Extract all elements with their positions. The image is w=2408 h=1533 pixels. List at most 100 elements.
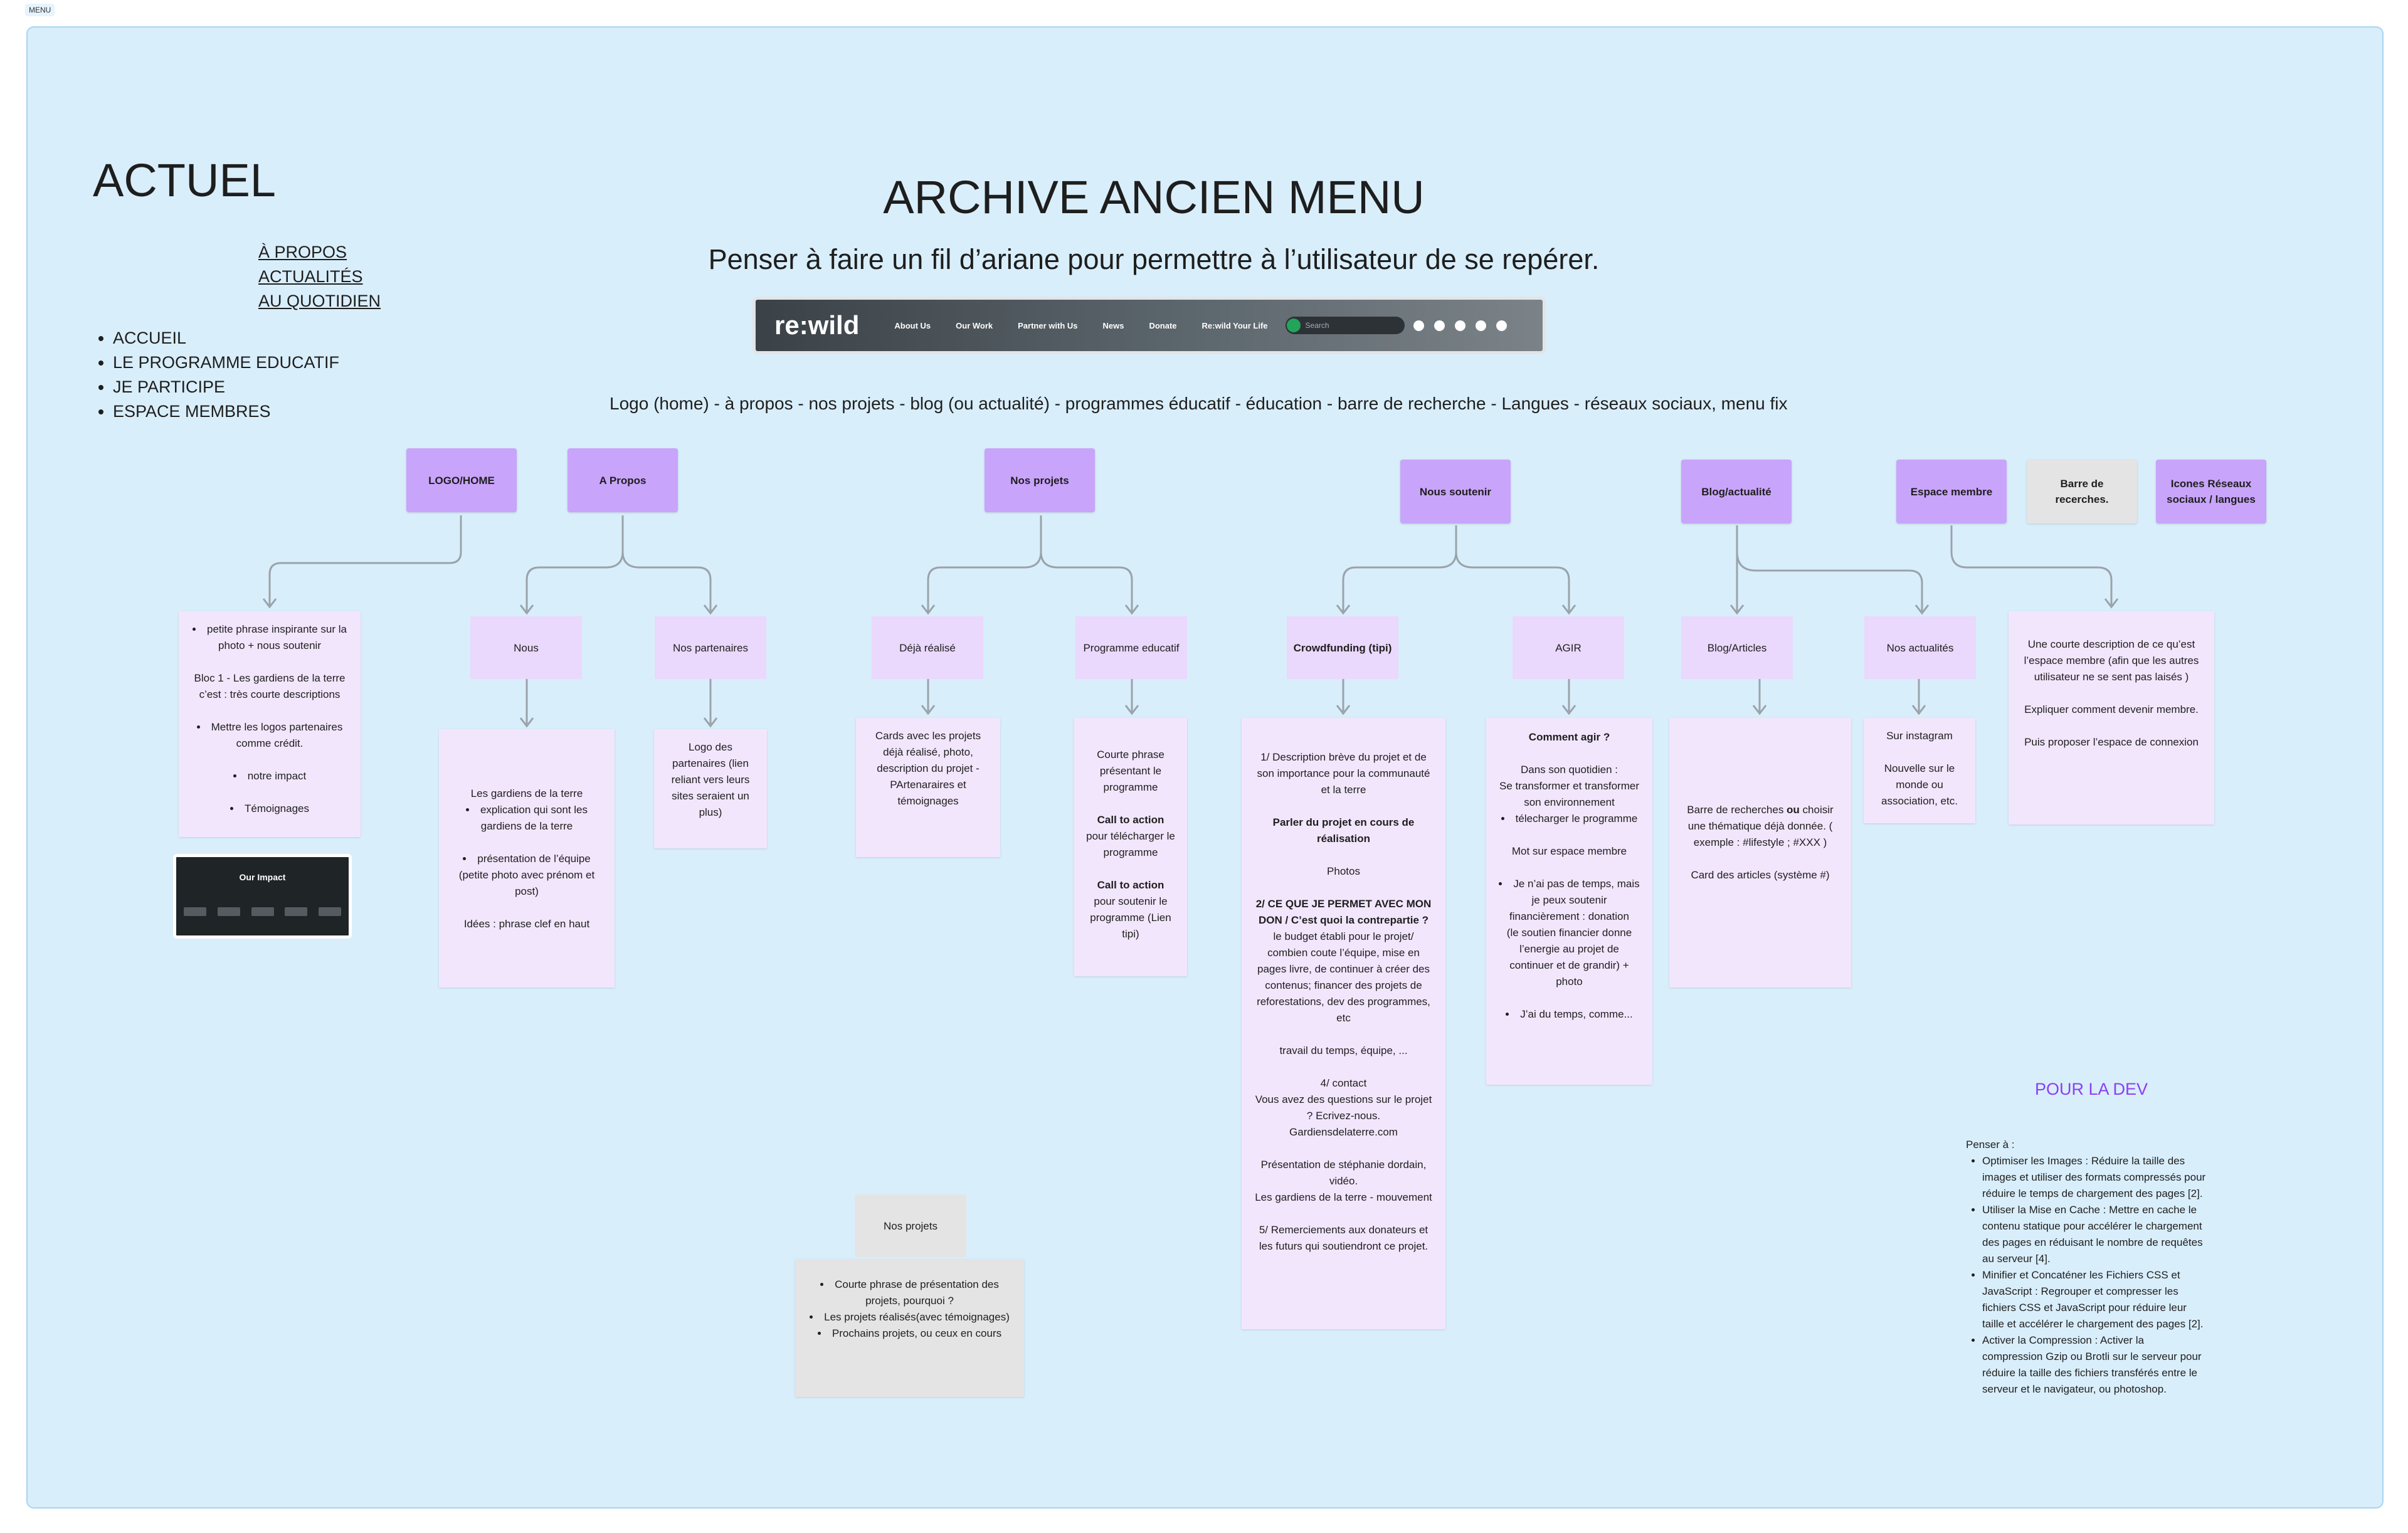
card-blog: Barre de recherches ou choisir une théma… <box>1669 718 1851 988</box>
instagram-icon <box>1454 320 1465 331</box>
programme-cta1: Call to action <box>1097 814 1164 826</box>
dev-item: Optimiser les Images : Réduire la taille… <box>1982 1153 2207 1202</box>
agir-bullet-3: J’ai du temps, comme... <box>1497 1006 1641 1023</box>
crowd-p12: 5/ Remerciements aux donateurs et les fu… <box>1259 1224 1428 1252</box>
connector-nos-projets <box>927 515 1133 611</box>
facebook-icon <box>1413 320 1424 331</box>
subnode-nos-actualites[interactable]: Nos actualités <box>1864 616 1976 679</box>
menu-item-programme: LE PROGRAMME EDUCATIF <box>113 350 339 375</box>
node-blog[interactable]: Blog/actualité <box>1681 460 1792 524</box>
impact-title: Our Impact <box>239 872 286 882</box>
archive-subtitle: Penser à faire un fil d’ariane pour perm… <box>708 243 1600 275</box>
projets-bullet-1: Courte phrase de présentation des projet… <box>806 1277 1013 1309</box>
link-a-propos[interactable]: À PROPOS <box>258 243 347 261</box>
agir-bullet-1: télecharger le programme <box>1497 811 1641 827</box>
nous-bullet-1: explication qui sont les gardiens de la … <box>450 802 603 835</box>
blog-p2: Card des articles (système #) <box>1691 869 1830 881</box>
navbar-screenshot: re:wild About Us Our Work Partner with U… <box>752 297 1546 354</box>
home-bullet-4: Témoignages <box>190 801 349 817</box>
programme-p3: pour soutenir le programme (Lien tipi) <box>1090 895 1171 940</box>
nous-p1: Les gardiens de la terre <box>470 788 583 799</box>
crowd-p5: le budget établi pour le projet/ combien… <box>1257 930 1430 1024</box>
programme-p1: Courte phrase présentant le programme <box>1097 749 1164 793</box>
actus-p2: Nouvelle sur le monde ou association, et… <box>1881 762 1958 807</box>
card-actus: Sur instagram Nouvelle sur le monde ou a… <box>1864 718 1975 823</box>
crowd-p9: Gardiensdelaterre.com <box>1289 1126 1398 1138</box>
search-icon <box>1286 319 1301 332</box>
blog-p1: Barre de recherches ou choisir une théma… <box>1681 802 1840 851</box>
subnode-blog-articles[interactable]: Blog/Articles <box>1681 616 1793 679</box>
subnode-nous[interactable]: Nous <box>470 616 582 679</box>
crowd-p3: Photos <box>1327 865 1360 877</box>
crowd-p7: 4/ contact <box>1320 1077 1367 1089</box>
home-bullet-3: notre impact <box>190 768 349 784</box>
menu-item-espace-membres: ESPACE MEMBRES <box>113 399 339 424</box>
actus-p1: Sur instagram <box>1886 730 1953 742</box>
partenaires-text: Logo des partenaires (lien reliant vers … <box>671 741 750 818</box>
node-a-propos[interactable]: A Propos <box>568 448 678 512</box>
youtube-icon <box>1496 320 1507 331</box>
agir-p5: (le soutien financier donne l’energie au… <box>1506 927 1632 988</box>
whiteboard-frame <box>26 26 2384 1509</box>
agir-p4: Mot sur espace membre <box>1511 845 1627 857</box>
subnode-crowdfunding[interactable]: Crowdfunding (tipi) <box>1287 616 1398 679</box>
home-bullet-1: petite phrase inspirante sur la photo + … <box>190 621 349 654</box>
subnode-programme-educatif[interactable]: Programme educatif <box>1075 616 1187 679</box>
node-logo-home[interactable]: LOGO/HOME <box>406 448 517 512</box>
programme-p2: pour télécharger le programme <box>1086 830 1175 858</box>
nav-news: News <box>1102 320 1124 330</box>
subnode-agir[interactable]: AGIR <box>1513 616 1624 679</box>
search-placeholder: Search <box>1305 321 1329 330</box>
node-barre-recherches[interactable]: Barre de recerches. <box>2027 460 2137 524</box>
tiktok-icon <box>1475 320 1486 331</box>
programme-cta2: Call to action <box>1097 879 1164 891</box>
menu-item-accueil: ACCUEIL <box>113 326 339 350</box>
projets-bullet-3: Prochains projets, ou ceux en cours <box>806 1325 1013 1342</box>
node-nos-projets[interactable]: Nos projets <box>985 448 1095 512</box>
nav-search: Search <box>1285 317 1405 334</box>
link-actualites[interactable]: ACTUALITÉS <box>258 267 363 286</box>
nav-rewild-life: Re:wild Your Life <box>1201 320 1268 330</box>
dev-item: Activer la Compression : Activer la comp… <box>1982 1332 2207 1398</box>
node-espace-membre[interactable]: Espace membre <box>1896 460 2007 524</box>
home-bullet-2: Mettre les logos partenaires comme crédi… <box>190 719 349 752</box>
archive-title: ARCHIVE ANCIEN MENU <box>883 171 1425 223</box>
agir-p3: Se transformer et transformer son enviro… <box>1499 780 1639 808</box>
home-bloc1: Bloc 1 - Les gardiens de la terre c’est … <box>194 672 346 700</box>
crowd-p8: Vous avez des questions sur le projet ? … <box>1255 1093 1432 1122</box>
link-au-quotidien[interactable]: AU QUOTIDIEN <box>258 292 381 310</box>
deja-text: Cards avec les projets déjà réalisé, pho… <box>875 730 981 807</box>
node-icones-reseaux[interactable]: Icones Réseaux sociaux / langues <box>2156 460 2266 524</box>
crowd-p1: 1/ Description brève du projet et de son… <box>1257 751 1430 796</box>
subnode-nos-projets-gray[interactable]: Nos projets <box>855 1194 966 1257</box>
actuel-links: À PROPOS ACTUALITÉS AU QUOTIDIEN <box>258 240 381 313</box>
connector-a-propos <box>525 515 712 611</box>
membre-p2: Expliquer comment devenir membre. <box>2024 703 2199 715</box>
blog-p1c: choisir une thématique déjà donnée. ( ex… <box>1687 804 1834 848</box>
card-nos-projets-gray: Courte phrase de présentation des projet… <box>795 1259 1024 1397</box>
twitter-icon <box>1434 320 1445 331</box>
crowd-p2: Parler du projet en cours de réalisation <box>1272 816 1415 845</box>
node-nous-soutenir[interactable]: Nous soutenir <box>1400 460 1511 524</box>
crowd-p10: Présentation de stéphanie dordain, vidéo… <box>1260 1159 1427 1187</box>
agir-p1: Comment agir ? <box>1528 731 1610 743</box>
dev-notes: Penser à : Optimiser les Images : Réduir… <box>1966 1137 2207 1398</box>
card-programme: Courte phrase présentant le programme Ca… <box>1074 718 1187 976</box>
dev-item: Utiliser la Mise en Cache : Mettre en ca… <box>1982 1202 2207 1267</box>
board-label[interactable]: MENU <box>25 4 55 16</box>
subnode-deja-realise[interactable]: Déjà réalisé <box>872 616 983 679</box>
card-deja: Cards avec les projets déjà réalisé, pho… <box>856 718 1000 857</box>
card-partenaires: Logo des partenaires (lien reliant vers … <box>654 729 767 848</box>
card-nous: Les gardiens de la terre explication qui… <box>439 729 615 988</box>
nav-items: About Us Our Work Partner with Us News D… <box>894 321 1267 330</box>
subnode-nos-partenaires[interactable]: Nos partenaires <box>655 616 766 679</box>
card-home: petite phrase inspirante sur la photo + … <box>179 611 361 837</box>
nav-social <box>1413 320 1507 331</box>
connector-nous-soutenir <box>1342 525 1570 611</box>
connector-espace-membre <box>1950 525 2113 605</box>
card-agir: Comment agir ? Dans son quotidien : Se t… <box>1486 718 1652 1085</box>
nav-partner: Partner with Us <box>1018 320 1078 330</box>
agir-p2: Dans son quotidien : <box>1521 764 1618 776</box>
dev-item: Minifier et Concaténer les Fichiers CSS … <box>1982 1267 2207 1332</box>
